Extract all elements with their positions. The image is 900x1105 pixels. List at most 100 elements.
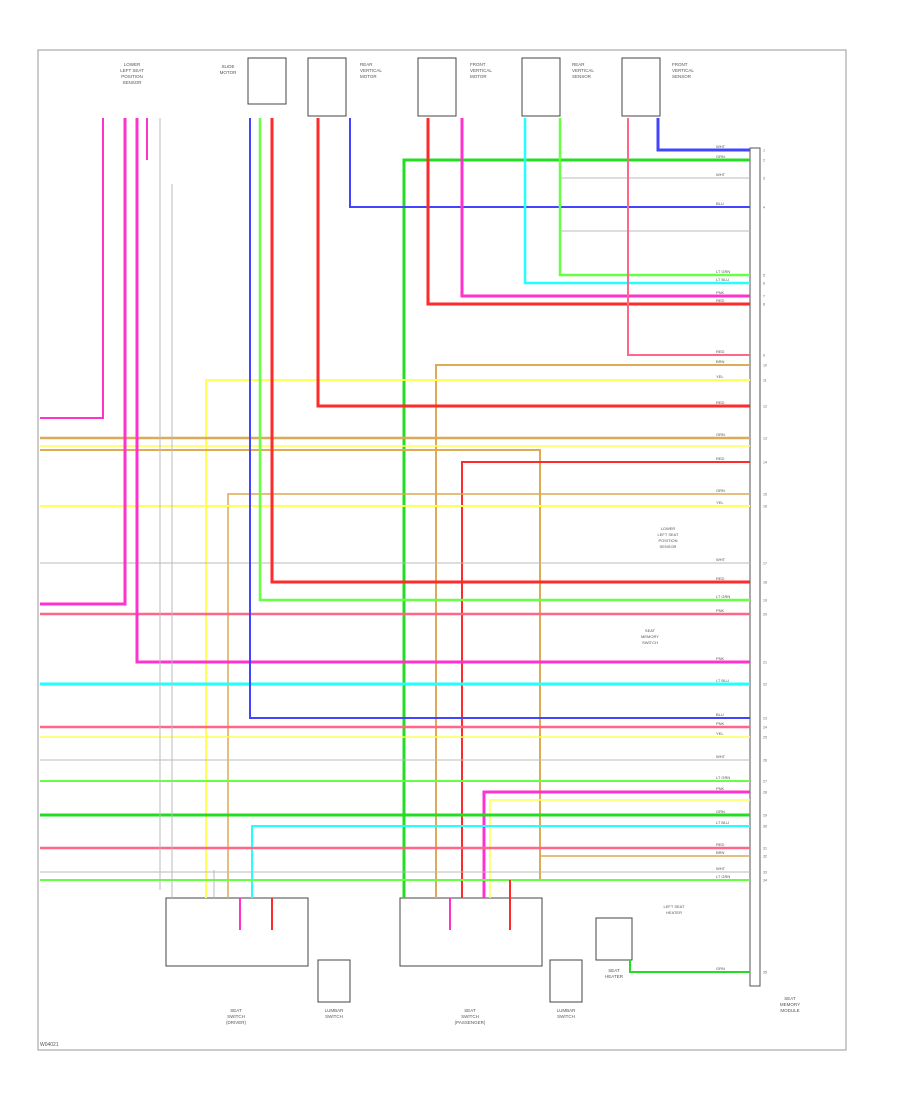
figure-id: W04021 bbox=[40, 1042, 59, 1048]
wire-color-label-32: WHT bbox=[716, 866, 726, 871]
wire-color-label-16: WHT bbox=[716, 557, 726, 562]
wire-color-label-29: LT BLU bbox=[716, 820, 729, 825]
pin-number-18: 19 bbox=[763, 599, 767, 603]
top-label-front-vertical-sensor-line-0: FRONT bbox=[672, 62, 688, 67]
pin-number-30: 31 bbox=[763, 847, 767, 851]
wire-orange-4 bbox=[227, 493, 750, 898]
module-label-line-2: MODULE bbox=[780, 1008, 799, 1013]
top-label-rear-vertical-motor-line-0: REAR bbox=[360, 62, 373, 67]
wire-red-3 bbox=[461, 461, 750, 898]
bottom-label-lumbar-switch-1-line-1: SWITCH bbox=[325, 1014, 343, 1019]
wire-orange-1 bbox=[435, 364, 750, 898]
pin-number-34: 35 bbox=[763, 971, 767, 975]
wire-color-label-23: PNK bbox=[716, 721, 725, 726]
wire-pink-3 bbox=[135, 118, 750, 664]
bottom-label-lumbar-switch-2-line-1: SWITCH bbox=[557, 1014, 575, 1019]
pin-number-6: 7 bbox=[763, 295, 765, 299]
component-box-front-vertical-sensor bbox=[621, 57, 661, 117]
wire-blue-2 bbox=[349, 118, 750, 208]
pin-number-5: 6 bbox=[763, 282, 765, 286]
wire-color-label-33: LT GRN bbox=[716, 874, 730, 879]
wire-red-1 bbox=[426, 118, 750, 306]
diagram-frame bbox=[37, 49, 847, 1051]
module-label-line-1: MEMORY bbox=[780, 1002, 800, 1007]
wire-color-label-30: RED bbox=[716, 842, 725, 847]
bottom-label-lumbar-switch-2-line-0: LUMBAR bbox=[557, 1008, 577, 1013]
wire-color-label-21: LT BLU bbox=[716, 678, 729, 683]
component-box-slide-motor bbox=[247, 57, 287, 105]
bottom-label-seat-switch-driver-line-1: SWITCH bbox=[227, 1014, 245, 1019]
top-label-front-vertical-motor-line-0: FRONT bbox=[470, 62, 486, 67]
wire-color-label-12: ORN bbox=[716, 432, 725, 437]
seat-memory-module-body bbox=[749, 147, 761, 987]
wire-color-label-27: PNK bbox=[716, 786, 725, 791]
pin-number-23: 24 bbox=[763, 726, 767, 730]
pin-number-31: 32 bbox=[763, 855, 767, 859]
component-box-lumbar-switch-1 bbox=[317, 959, 351, 1003]
pin-number-27: 28 bbox=[763, 791, 767, 795]
wire-color-label-0: WHT bbox=[716, 144, 726, 149]
right-note-heater-line-0: LEFT SEAT bbox=[664, 904, 686, 909]
top-label-lower-left-sensor-line-3: SENSOR bbox=[122, 80, 142, 85]
top-label-front-vertical-sensor-line-2: SENSOR bbox=[672, 74, 692, 79]
bottom-label-lumbar-switch-1-line-0: LUMBAR bbox=[325, 1008, 345, 1013]
pin-number-19: 20 bbox=[763, 613, 767, 617]
right-note-sensor-line-0: LOWER bbox=[661, 526, 676, 531]
wire-color-label-11: RED bbox=[716, 400, 725, 405]
wire-color-label-19: PNK bbox=[716, 608, 725, 613]
wire-color-label-5: LT BLU bbox=[716, 277, 729, 282]
wire-pink-4 bbox=[482, 790, 750, 898]
wire-color-label-20: PNK bbox=[716, 656, 725, 661]
pin-number-4: 5 bbox=[763, 274, 765, 278]
right-note-sensor-line-2: POSITION bbox=[658, 538, 677, 543]
wire-color-label-31: BRN bbox=[716, 850, 725, 855]
wire-cyan-1 bbox=[523, 118, 750, 285]
top-label-lower-left-sensor-line-1: LEFT SEAT bbox=[120, 68, 144, 73]
wire-color-label-14: ORN bbox=[716, 488, 725, 493]
wire-blue-top bbox=[656, 118, 750, 152]
wire-yellow-1 bbox=[205, 379, 750, 898]
wire-color-label-15: YEL bbox=[716, 500, 724, 505]
wire-cyan-3 bbox=[251, 825, 750, 898]
wire-color-label-9: BRN bbox=[716, 359, 725, 364]
wire-color-label-1: GRN bbox=[716, 154, 725, 159]
pin-number-22: 23 bbox=[763, 717, 767, 721]
pin-number-1: 2 bbox=[763, 159, 765, 163]
pin-number-13: 14 bbox=[763, 461, 767, 465]
top-label-slide-motor-line-0: SLIDE bbox=[221, 64, 234, 69]
component-box-seat-switch-passenger bbox=[399, 897, 543, 967]
pin-number-32: 33 bbox=[763, 871, 767, 875]
wire-salmon-1 bbox=[627, 118, 750, 356]
pin-number-11: 12 bbox=[763, 405, 767, 409]
component-box-seat-switch-driver bbox=[165, 897, 309, 967]
wire-pink-1 bbox=[460, 118, 750, 298]
pin-number-28: 29 bbox=[763, 814, 767, 818]
component-box-front-vertical-motor bbox=[417, 57, 457, 117]
wire-green-top bbox=[402, 158, 750, 898]
wires bbox=[40, 118, 750, 973]
right-note-memory-switch-line-2: SWITCH bbox=[642, 640, 658, 645]
pin-number-20: 21 bbox=[763, 661, 767, 665]
pin-number-9: 10 bbox=[763, 364, 767, 368]
labels: WHT GRN WHT BLU LT GRN LT BLU PNK RED RED BRN YEL R… bbox=[40, 62, 800, 1048]
pin-number-25: 26 bbox=[763, 759, 767, 763]
wire-color-label-26: LT GRN bbox=[716, 775, 730, 780]
wire-color-label-24: YEL bbox=[716, 731, 724, 736]
wire-color-label-3: BLU bbox=[716, 201, 724, 206]
pin-number-24: 25 bbox=[763, 736, 767, 740]
pin-number-7: 8 bbox=[763, 303, 765, 307]
right-note-memory-switch-line-0: SEAT bbox=[645, 628, 656, 633]
pin-number-2: 3 bbox=[763, 177, 765, 181]
pin-number-17: 18 bbox=[763, 581, 767, 585]
wire-color-label-25: WHT bbox=[716, 754, 726, 759]
bottom-components bbox=[165, 897, 633, 1003]
top-label-front-vertical-sensor-line-1: VERTICAL bbox=[672, 68, 694, 73]
pin-number-8: 9 bbox=[763, 354, 765, 358]
component-box-seat-heater bbox=[595, 917, 633, 961]
wire-color-label-18: LT GRN bbox=[716, 594, 730, 599]
top-label-slide-motor-line-1: MOTOR bbox=[220, 70, 237, 75]
wire-color-label-10: YEL bbox=[716, 374, 724, 379]
pin-number-29: 30 bbox=[763, 825, 767, 829]
